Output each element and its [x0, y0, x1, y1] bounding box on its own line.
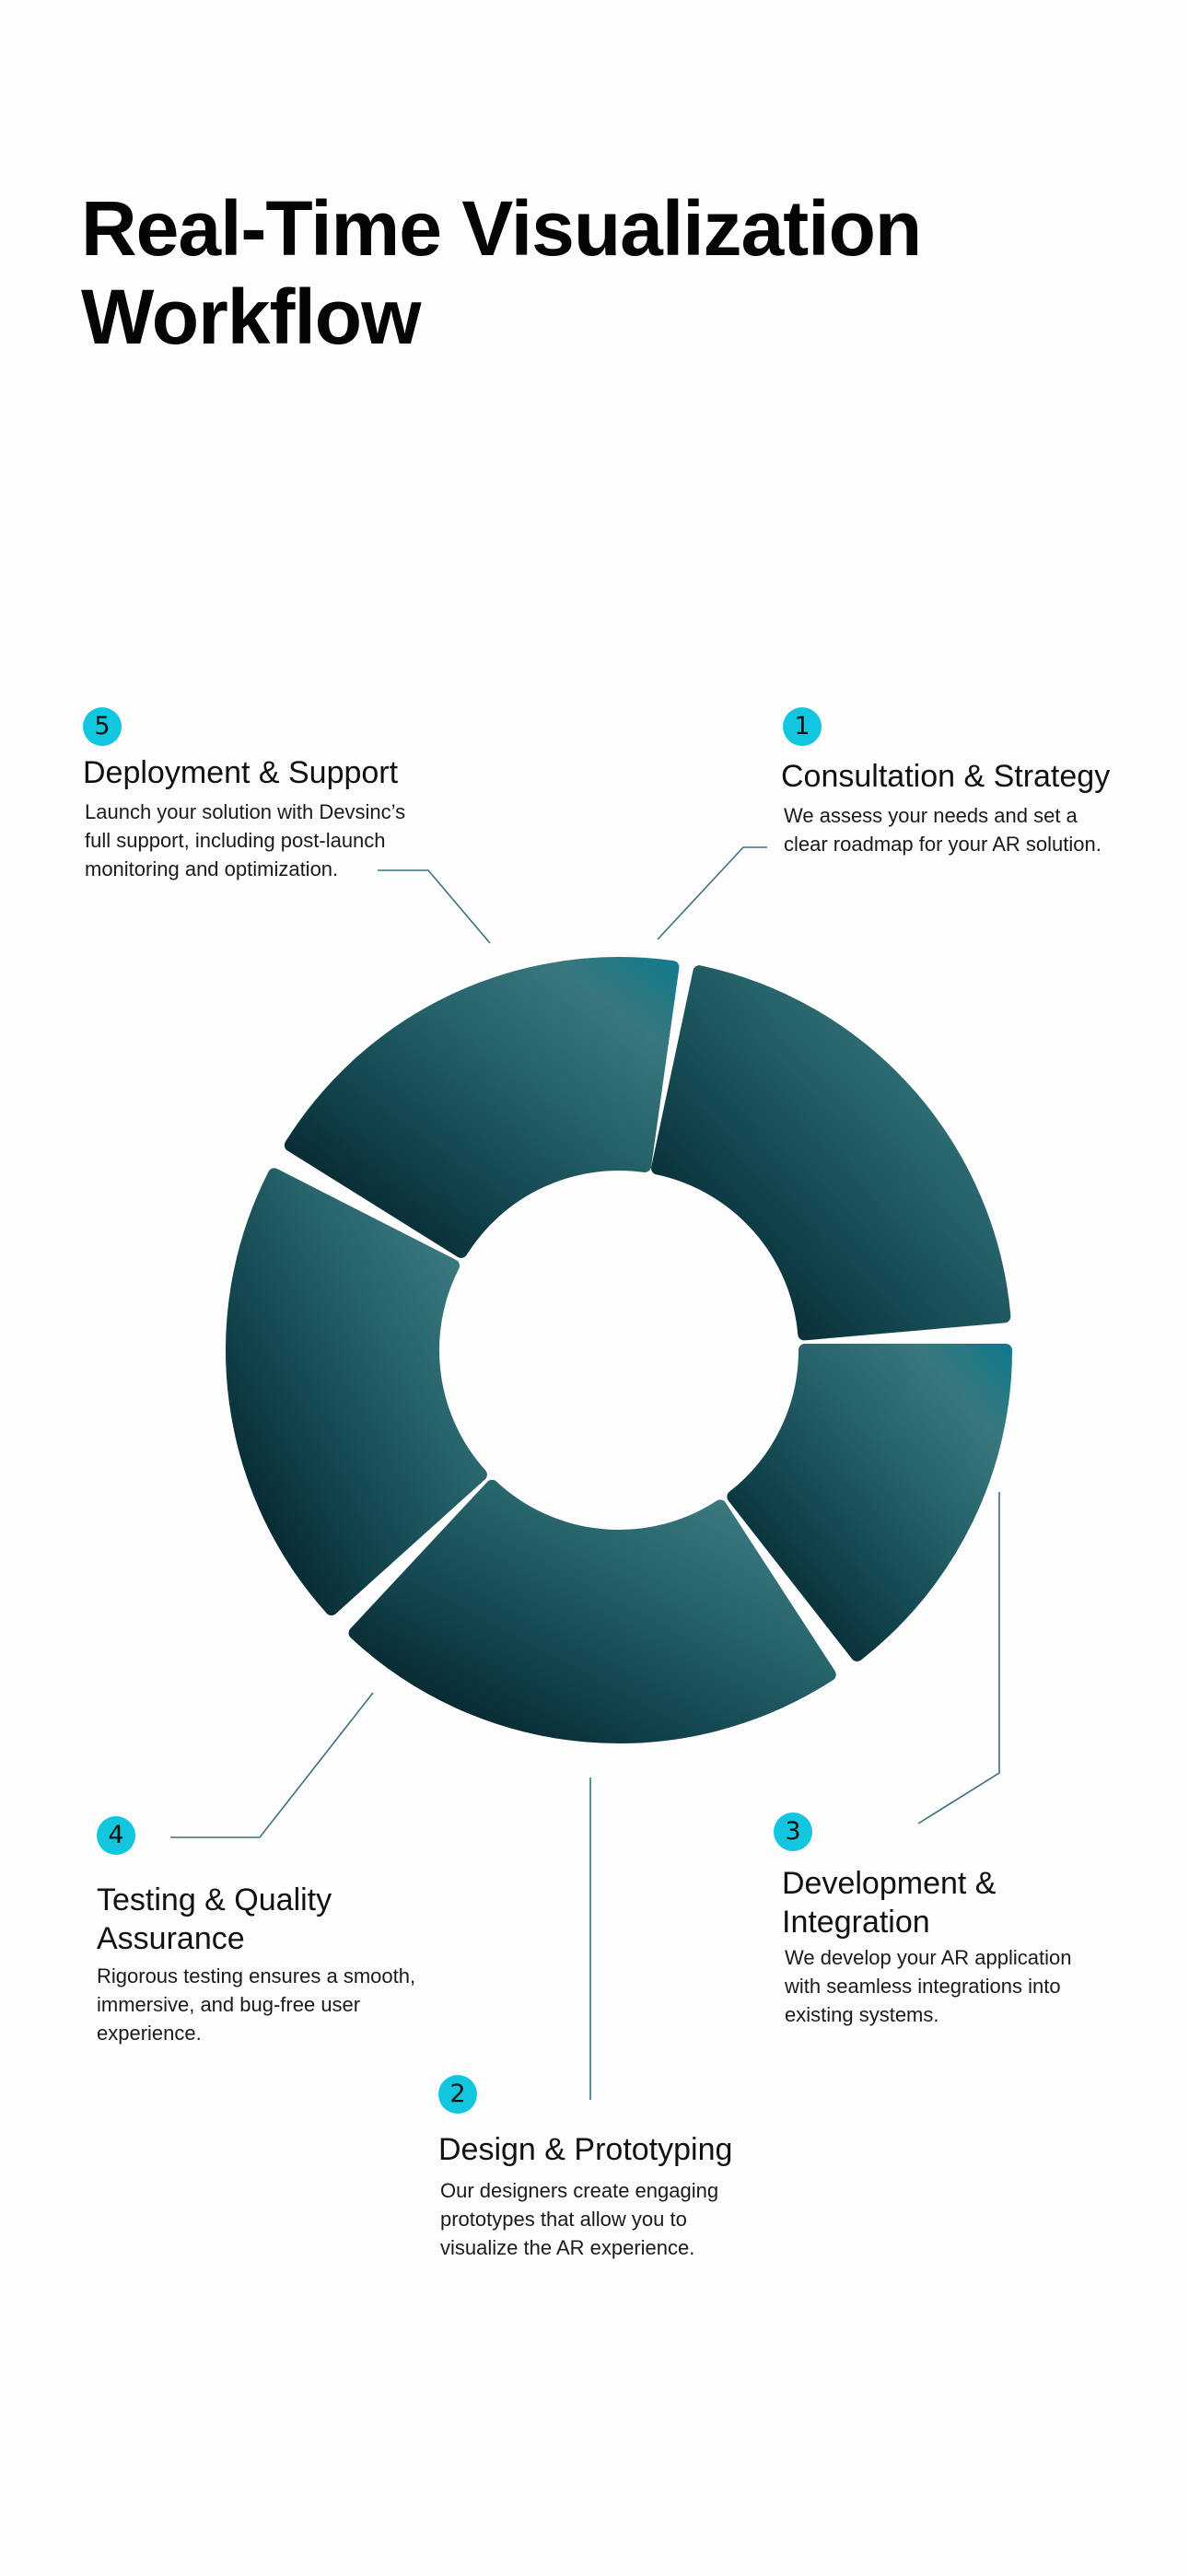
step-5-title: Deployment & Support [83, 755, 399, 790]
connector-line-step-1 [657, 846, 767, 940]
connector-lines [170, 846, 1000, 2100]
page-title-line-1: Real-Time Visualization [81, 185, 922, 272]
step-2-description: Our designers create engaging prototypes… [440, 2179, 719, 2259]
step-3-title: Development & Integration [782, 1866, 997, 1940]
step-2-title: Design & Prototyping [438, 2132, 733, 2167]
ring-segment-step-2 [348, 1479, 836, 1743]
connector-line-step-5 [378, 869, 491, 944]
step-3-description: We develop your AR application with seam… [785, 1946, 1072, 2026]
ring-segment-step-4 [226, 1168, 487, 1616]
ring-segment-step-5 [284, 957, 680, 1258]
step-5-badge: 5 [83, 707, 122, 746]
step-1-badge: 1 [783, 707, 822, 746]
ring-segment-step-3 [727, 1344, 1012, 1661]
step-2: 2 Design & Prototyping Our designers cre… [438, 2075, 825, 2262]
step-4-badge: 4 [97, 1816, 135, 1855]
step-4-title: Testing & Quality Assurance [97, 1882, 332, 1956]
step-3: 3 Development & Integration We develop y… [774, 1813, 1160, 2029]
page-title: Real-Time Visualization Workflow [81, 184, 1002, 361]
step-1-description: We assess your needs and set a clear roa… [784, 804, 1102, 856]
connector-line-step-3 [917, 1492, 1000, 1824]
connector-line-step-4 [170, 1692, 374, 1838]
step-5: 5 Deployment & Support Launch your solut… [83, 707, 470, 883]
step-1-title: Consultation & Strategy [781, 759, 1111, 794]
page-title-line-2: Workflow [81, 274, 421, 360]
step-4: 4 Testing & Quality Assurance Rigorous t… [97, 1816, 484, 2047]
step-3-badge: 3 [774, 1813, 812, 1851]
step-1: 1 Consultation & Strategy We assess your… [781, 707, 1177, 858]
ring-segment-step-1 [650, 965, 1011, 1341]
step-5-description: Launch your solution with Devsinc’s full… [85, 800, 406, 880]
step-2-badge: 2 [438, 2075, 477, 2114]
ring-segments [226, 957, 1012, 1743]
step-4-description: Rigorous testing ensures a smooth, immer… [97, 1964, 416, 2045]
